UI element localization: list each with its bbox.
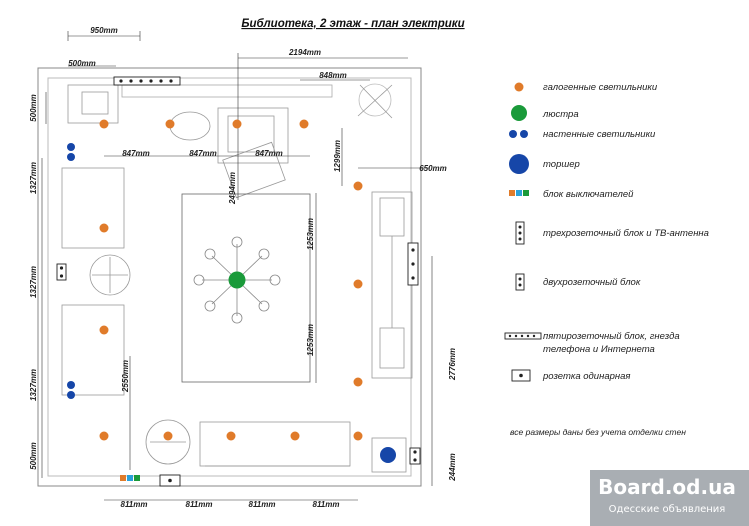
watermark: Board.od.ua Одесские объявления: [590, 470, 749, 526]
legend-double-socket: двухрозеточный блок: [543, 277, 641, 288]
furniture: [61, 83, 413, 473]
dim-1253-a: 1253mm: [306, 218, 315, 250]
dimension-lines: [41, 31, 433, 501]
legend-chandelier-icon: [511, 105, 527, 121]
legend-wall-light-icon: [509, 130, 517, 138]
halogen-light: [165, 119, 175, 129]
plan-title: Библиотека, 2 этаж - план электрики: [241, 18, 464, 30]
legend-switch-icon: [509, 190, 529, 196]
legend-chandelier: люстра: [542, 109, 579, 120]
legend-triple-socket: трехрозеточный блок и ТВ-антенна: [543, 228, 709, 239]
legend-halogen-icon: [514, 82, 524, 92]
legend-note: все размеры даны без учета отделки стен: [510, 427, 686, 437]
dim-1253-b: 1253mm: [306, 324, 315, 356]
legend-five-socket-line1: пятирозеточный блок, гнезда: [543, 331, 680, 342]
switch-block-plan: [120, 475, 140, 481]
halogen-light: [232, 119, 242, 129]
halogen-light: [299, 119, 309, 129]
legend-halogen: галогенные светильники: [543, 82, 658, 93]
legend-triple-socket-icon: [515, 221, 525, 245]
dim-1327-c: 1327mm: [29, 369, 38, 401]
dim-848: 848mm: [319, 71, 347, 80]
floor-lamp: [380, 447, 396, 463]
halogen-lights: [99, 119, 363, 441]
dim-950: 950mm: [90, 26, 118, 35]
dim-811-d: 811mm: [313, 500, 340, 509]
legend-five-socket-icon: [504, 332, 542, 340]
socket-dots: [59, 79, 417, 483]
dim-2776: 2776mm: [448, 348, 457, 381]
legend: галогенные светильники люстра настенные …: [504, 82, 709, 437]
watermark-sub: Одесские объявления: [609, 504, 726, 515]
dim-650: 650mm: [419, 164, 447, 173]
dim-847-b: 847mm: [189, 149, 217, 158]
legend-floor-lamp: торшер: [543, 159, 580, 170]
halogen-light: [99, 119, 109, 129]
legend-floor-lamp-icon: [509, 154, 529, 174]
wall-lights: [67, 143, 75, 399]
dim-1299: 1299mm: [333, 140, 342, 172]
halogen-light: [99, 325, 109, 335]
dim-847-c: 847mm: [255, 149, 283, 158]
watermark-brand: Board.od.ua: [598, 475, 736, 499]
dim-2550: 2550mm: [121, 360, 130, 393]
halogen-light: [163, 431, 173, 441]
legend-five-socket-line2: телефона и Интернета: [543, 344, 655, 355]
halogen-light: [99, 223, 109, 233]
halogen-light: [353, 279, 363, 289]
halogen-light: [290, 431, 300, 441]
dim-811-c: 811mm: [249, 500, 276, 509]
dim-244: 244mm: [448, 453, 457, 482]
legend-double-socket-icon: [515, 273, 525, 291]
legend-switch-block: блок выключателей: [543, 189, 634, 200]
dim-1327-a: 1327mm: [29, 162, 38, 194]
legend-single-socket-icon: [511, 369, 531, 382]
legend-wall-lights: настенные светильники: [543, 129, 656, 140]
dim-500-left: 500mm: [29, 94, 38, 122]
dim-500-bottom: 500mm: [29, 442, 38, 470]
halogen-light: [353, 431, 363, 441]
dim-847-a: 847mm: [122, 149, 150, 158]
halogen-light: [353, 377, 363, 387]
dim-500-top: 500mm: [68, 59, 96, 68]
legend-single-socket: розетка одинарная: [542, 371, 630, 382]
dim-811-b: 811mm: [186, 500, 213, 509]
dim-2494: 2494mm: [228, 172, 237, 205]
dim-2194: 2194mm: [288, 48, 321, 57]
halogen-light: [99, 431, 109, 441]
dim-811-a: 811mm: [121, 500, 148, 509]
dim-1327-b: 1327mm: [29, 266, 38, 298]
halogen-light: [353, 181, 363, 191]
chandelier: [193, 236, 281, 324]
halogen-light: [226, 431, 236, 441]
